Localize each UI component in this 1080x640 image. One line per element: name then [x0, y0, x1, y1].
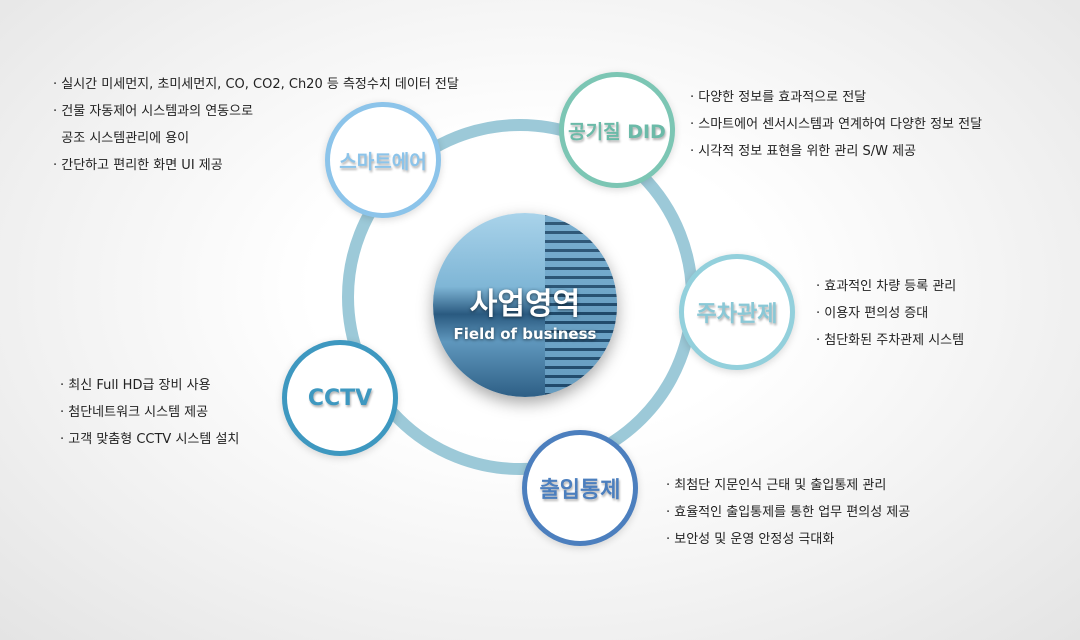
node-label: 공기질 DID — [568, 120, 666, 143]
feature-item: · 최신 Full HD급 장비 사용 — [60, 378, 211, 393]
feature-item: · 건물 자동제어 시스템과의 연동으로 — [53, 104, 254, 119]
center-circle: 사업영역 Field of business — [433, 213, 617, 397]
feature-item: · 시각적 정보 표현을 위한 관리 S/W 제공 — [690, 144, 916, 159]
feature-item: · 첨단화된 주차관제 시스템 — [816, 333, 965, 348]
center-title: 사업영역 — [469, 287, 581, 322]
node-parking-control: 주차관제 — [679, 254, 795, 370]
node-air-quality-did: 공기질 DID — [559, 72, 675, 188]
feature-item: · 효과적인 차량 등록 관리 — [816, 279, 957, 294]
did-features: · 다양한 정보를 효과적으로 전달 · 스마트에어 센서시스템과 연계하여 다… — [690, 84, 982, 165]
feature-item: · 고객 맞춤형 CCTV 시스템 설치 — [60, 432, 240, 447]
feature-item: 공조 시스템관리에 용이 — [53, 131, 190, 146]
feature-item: · 보안성 및 운영 안정성 극대화 — [666, 532, 835, 547]
smart-air-features: · 실시간 미세먼지, 초미세먼지, CO, CO2, Ch20 등 측정수치 … — [53, 71, 459, 179]
access-features: · 최첨단 지문인식 근태 및 출입통제 관리 · 효율적인 출입통제를 통한 … — [666, 472, 910, 553]
building-image — [545, 213, 617, 397]
feature-item: · 실시간 미세먼지, 초미세먼지, CO, CO2, Ch20 등 측정수치 … — [53, 77, 459, 92]
node-smart-air: 스마트에어 — [325, 102, 441, 218]
node-label: CCTV — [307, 385, 373, 411]
feature-item: · 최첨단 지문인식 근태 및 출입통제 관리 — [666, 478, 887, 493]
cctv-features: · 최신 Full HD급 장비 사용 · 첨단네트워크 시스템 제공 · 고객… — [60, 372, 239, 453]
feature-item: · 효율적인 출입통제를 통한 업무 편의성 제공 — [666, 505, 911, 520]
parking-features: · 효과적인 차량 등록 관리 · 이용자 편의성 증대 · 첨단화된 주차관제… — [816, 273, 964, 354]
node-label: 스마트에어 — [339, 150, 427, 173]
node-cctv: CCTV — [282, 340, 398, 456]
feature-item: · 간단하고 편리한 화면 UI 제공 — [53, 158, 223, 173]
feature-item: · 첨단네트워크 시스템 제공 — [60, 405, 209, 420]
center-subtitle: Field of business — [453, 325, 597, 343]
node-label: 주차관제 — [696, 302, 778, 327]
feature-item: · 다양한 정보를 효과적으로 전달 — [690, 90, 867, 105]
node-access-control: 출입통제 — [522, 430, 638, 546]
feature-item: · 스마트에어 센서시스템과 연계하여 다양한 정보 전달 — [690, 117, 983, 132]
feature-item: · 이용자 편의성 증대 — [816, 306, 929, 321]
node-label: 출입통제 — [539, 478, 621, 503]
